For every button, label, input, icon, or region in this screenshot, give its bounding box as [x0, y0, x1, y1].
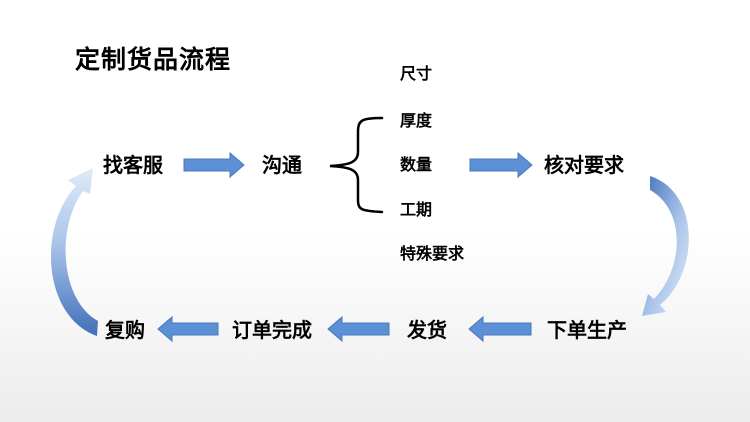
step-order-complete: 订单完成 — [232, 318, 312, 342]
detail-quantity: 数量 — [400, 155, 433, 174]
arrow-right-1 — [183, 151, 245, 179]
detail-lead-time: 工期 — [400, 200, 433, 219]
curved-arrow-right — [642, 176, 689, 316]
arrow-left-2 — [327, 315, 390, 343]
step-find-support: 找客服 — [103, 153, 163, 177]
curved-arrow-left — [50, 168, 98, 336]
step-repurchase: 复购 — [105, 318, 145, 342]
brace — [329, 116, 384, 214]
step-verify-requirements: 核对要求 — [544, 153, 624, 177]
detail-special-requirements: 特殊要求 — [400, 244, 465, 263]
page-title: 定制货品流程 — [75, 45, 232, 74]
detail-size: 尺寸 — [400, 64, 433, 83]
step-shipping: 发货 — [407, 318, 447, 342]
arrow-left-3 — [157, 315, 219, 343]
arrow-right-2 — [469, 151, 533, 179]
step-production: 下单生产 — [547, 318, 627, 342]
step-communicate: 沟通 — [262, 153, 302, 177]
detail-thickness: 厚度 — [400, 111, 433, 130]
arrow-left-1 — [468, 315, 532, 343]
